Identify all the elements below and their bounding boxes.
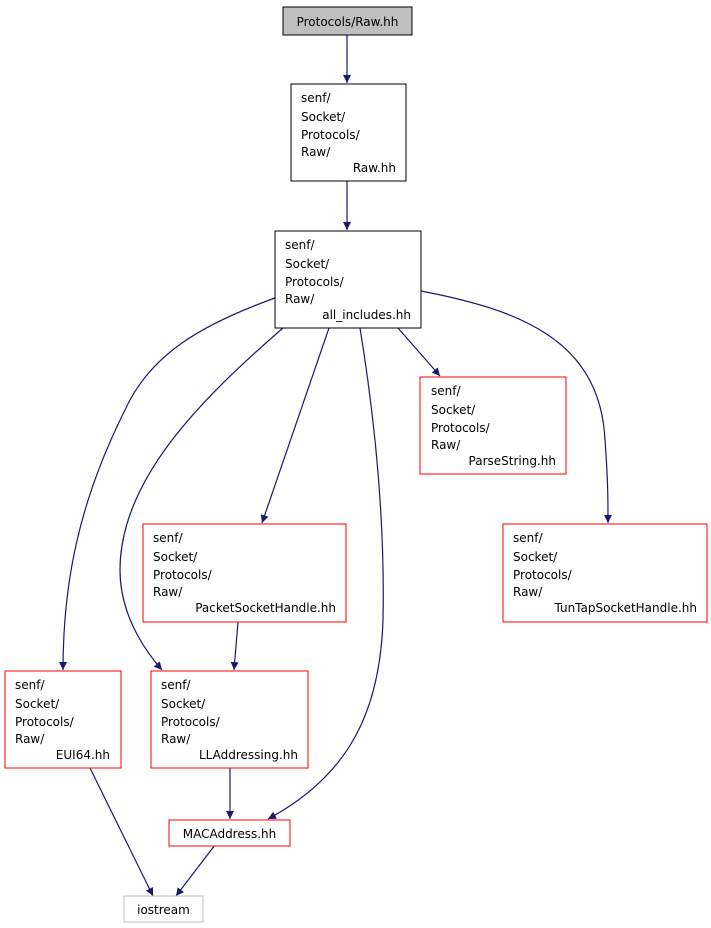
node-eui64-line-4: Raw/ (15, 732, 45, 746)
node-iostream[interactable]: iostream (123, 895, 204, 923)
node-macaddress[interactable]: MACAddress.hh (168, 819, 291, 847)
edge-eui64-iostream (89, 767, 154, 897)
node-iostream-label: iostream (137, 903, 190, 917)
node-parsestring-line-4: Raw/ (431, 438, 461, 452)
node-macaddress-label: MACAddress.hh (183, 827, 277, 841)
node-raw-hh-line-3: Protocols/ (301, 128, 361, 142)
node-tuntap-line-1: senf/ (513, 531, 543, 545)
node-raw-hh[interactable]: senf/ Socket/ Protocols/ Raw/ Raw.hh (290, 83, 407, 182)
node-parsestring[interactable]: senf/ Socket/ Protocols/ Raw/ ParseStrin… (419, 376, 567, 475)
node-packetsockethandle-line-3: Protocols/ (153, 568, 213, 582)
node-raw-hh-line-5: Raw.hh (353, 161, 396, 175)
edge-packetsockethandle-lladdressing (230, 621, 239, 671)
edge-allincludes-parsestring (397, 327, 441, 377)
node-all-includes-line-3: Protocols/ (285, 275, 345, 289)
node-eui64-line-5: EUI64.hh (56, 748, 110, 762)
node-packetsockethandle-line-1: senf/ (153, 531, 183, 545)
node-eui64-line-2: Socket/ (15, 697, 60, 711)
node-parsestring-line-5: ParseString.hh (469, 454, 556, 468)
node-lladdressing-line-2: Socket/ (161, 697, 206, 711)
node-root-label: Protocols/Raw.hh (297, 15, 399, 29)
node-packetsockethandle-line-4: Raw/ (153, 585, 183, 599)
node-lladdressing-line-4: Raw/ (161, 732, 191, 746)
edge-allincludes-eui64 (59, 297, 276, 671)
node-raw-hh-line-4: Raw/ (301, 145, 331, 159)
node-lladdressing-line-5: LLAddressing.hh (199, 748, 298, 762)
node-packetsockethandle[interactable]: senf/ Socket/ Protocols/ Raw/ PacketSock… (142, 523, 347, 623)
node-eui64[interactable]: senf/ Socket/ Protocols/ Raw/ EUI64.hh (4, 670, 122, 769)
node-raw-hh-line-1: senf/ (301, 91, 331, 105)
node-tuntap-line-5: TunTapSocketHandle.hh (553, 601, 697, 615)
edge-allincludes-lladdressing (119, 327, 284, 671)
node-eui64-line-1: senf/ (15, 678, 45, 692)
node-parsestring-line-1: senf/ (431, 384, 461, 398)
node-all-includes-line-4: Raw/ (285, 292, 315, 306)
node-all-includes-line-2: Socket/ (285, 257, 330, 271)
node-lladdressing-line-1: senf/ (161, 678, 191, 692)
node-tuntapsockethandle[interactable]: senf/ Socket/ Protocols/ Raw/ TunTapSock… (502, 523, 708, 623)
node-parsestring-line-3: Protocols/ (431, 421, 491, 435)
node-lladdressing-line-3: Protocols/ (161, 715, 221, 729)
node-tuntap-line-4: Raw/ (513, 585, 543, 599)
node-eui64-line-3: Protocols/ (15, 715, 75, 729)
node-root[interactable]: Protocols/Raw.hh (282, 6, 413, 36)
node-parsestring-line-2: Socket/ (431, 403, 476, 417)
edge-macaddress-iostream (175, 844, 216, 897)
node-lladdressing[interactable]: senf/ Socket/ Protocols/ Raw/ LLAddressi… (150, 670, 309, 769)
edge-allincludes-macaddress (267, 327, 384, 820)
node-packetsockethandle-line-5: PacketSocketHandle.hh (195, 601, 336, 615)
edge-allincludes-packetsockethandle (260, 327, 330, 524)
node-tuntap-line-3: Protocols/ (513, 568, 573, 582)
node-raw-hh-line-2: Socket/ (301, 110, 346, 124)
edge-allincludes-tuntap (420, 290, 612, 524)
node-packetsockethandle-line-2: Socket/ (153, 550, 198, 564)
node-tuntap-line-2: Socket/ (513, 550, 558, 564)
node-all-includes-line-5: all_includes.hh (322, 308, 411, 322)
node-all-includes-line-1: senf/ (285, 238, 315, 252)
node-all-includes[interactable]: senf/ Socket/ Protocols/ Raw/ all_includ… (274, 230, 422, 329)
